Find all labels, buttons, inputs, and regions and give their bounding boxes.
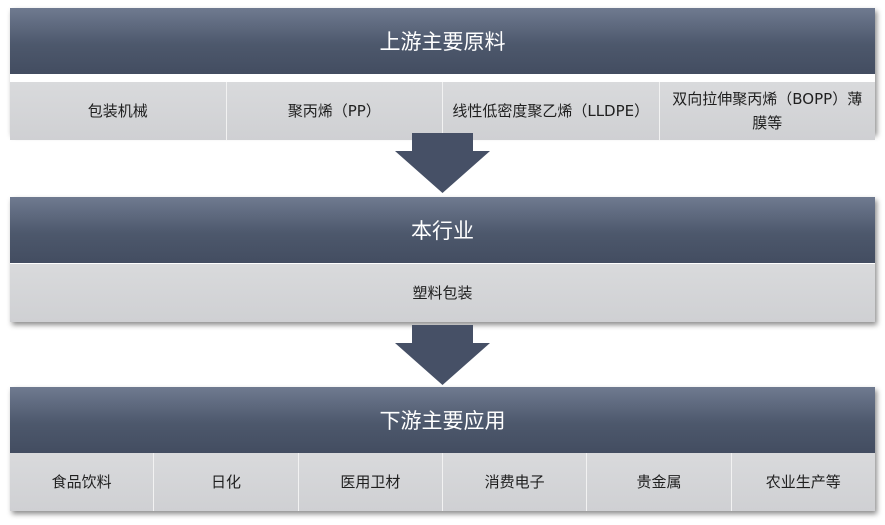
upstream-item: 聚丙烯（PP） [225,82,443,140]
down-arrow-icon [395,325,490,385]
down-arrow-shape [395,325,490,385]
industry-item: 塑料包装 [412,284,473,302]
upstream-block: 上游主要原料 包装机械 聚丙烯（PP） 线性低密度聚乙烯（LLDPE） 双向拉伸… [10,8,875,140]
downstream-item: 日化 [153,453,297,511]
industry-items-row: 塑料包装 [10,264,875,322]
industry-title: 本行业 [10,197,875,263]
downstream-item: 消费电子 [441,453,586,511]
down-arrow-icon [395,133,490,193]
downstream-block: 下游主要应用 食品饮料 日化 医用卫材 消费电子 贵金属 农业生产等 [10,387,875,511]
industry-block: 本行业 塑料包装 [10,197,875,322]
downstream-items-row: 食品饮料 日化 医用卫材 消费电子 贵金属 农业生产等 [10,453,875,511]
upstream-item: 线性低密度聚乙烯（LLDPE） [442,82,659,140]
downstream-item: 农业生产等 [730,453,875,511]
upstream-item: 双向拉伸聚丙烯（BOPP）薄膜等 [658,82,876,140]
downstream-item: 医用卫材 [297,453,442,511]
upstream-title: 上游主要原料 [10,8,875,74]
upstream-item: 包装机械 [87,102,148,120]
downstream-item: 贵金属 [586,453,730,511]
downstream-item: 食品饮料 [51,473,112,491]
downstream-title: 下游主要应用 [10,387,875,453]
upstream-items-row: 包装机械 聚丙烯（PP） 线性低密度聚乙烯（LLDPE） 双向拉伸聚丙烯（BOP… [10,82,875,140]
down-arrow-shape [395,133,490,193]
